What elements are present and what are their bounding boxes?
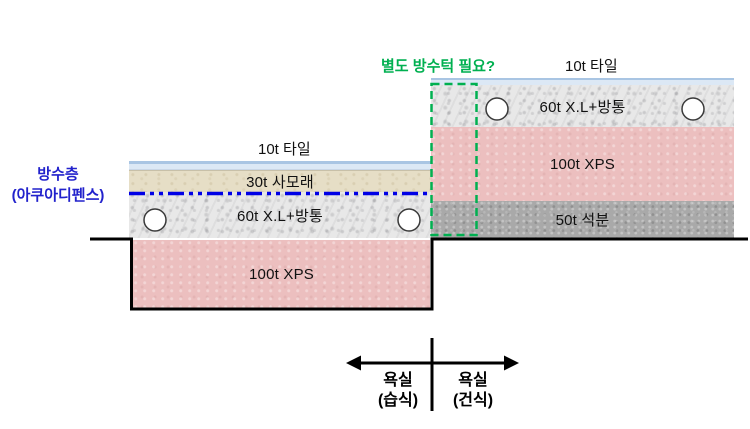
left-tile-caption: 10t 타일: [258, 141, 311, 158]
zone-dry-line1: 욕실: [458, 372, 488, 389]
right-xps-label: 100t XPS: [550, 155, 615, 173]
left-xps-layer: 100t XPS: [133, 240, 430, 308]
left-xl-layer: 60t X.L+방통: [129, 192, 431, 238]
left-xps-label: 100t XPS: [249, 265, 314, 283]
arrow-right-head-icon: [504, 355, 519, 371]
waterproof-note-line1: 방수층: [37, 166, 79, 183]
waterproof-note-line2: (아쿠아디펜스): [11, 187, 105, 204]
left-sand-layer: 30t 사모래: [129, 170, 431, 192]
right-tile-caption: 10t 타일: [565, 58, 618, 75]
curb-question-box: [430, 82, 478, 237]
curb-question-label: 별도 방수턱 필요?: [381, 58, 496, 75]
right-xps-layer: 100t XPS: [431, 127, 734, 201]
pipe-circle: [681, 97, 705, 121]
zone-dry-label: 욕실 (건식): [433, 371, 513, 411]
zone-wet-line1: 욕실: [383, 372, 413, 389]
slab-outline: [90, 237, 748, 311]
zone-wet-line2: (습식): [377, 392, 419, 409]
right-tile-layer: [431, 78, 734, 85]
arrow-left-head-icon: [346, 355, 361, 371]
right-stone-layer: 50t 석분: [431, 201, 734, 238]
left-xl-label: 60t X.L+방통: [237, 207, 323, 225]
waterproof-note: 방수층 (아쿠아디펜스): [0, 164, 116, 206]
zone-wet-label: 욕실 (습식): [358, 371, 438, 411]
left-tile-layer: [129, 161, 431, 170]
pipe-circle: [397, 208, 421, 232]
zone-dry-line2: (건식): [452, 392, 494, 409]
right-xl-label: 60t X.L+방통: [539, 98, 626, 116]
left-sand-label: 30t 사모래: [246, 174, 314, 191]
right-stone-label: 50t 석분: [555, 212, 610, 229]
pipe-circle: [143, 208, 167, 232]
pipe-circle: [485, 97, 509, 121]
